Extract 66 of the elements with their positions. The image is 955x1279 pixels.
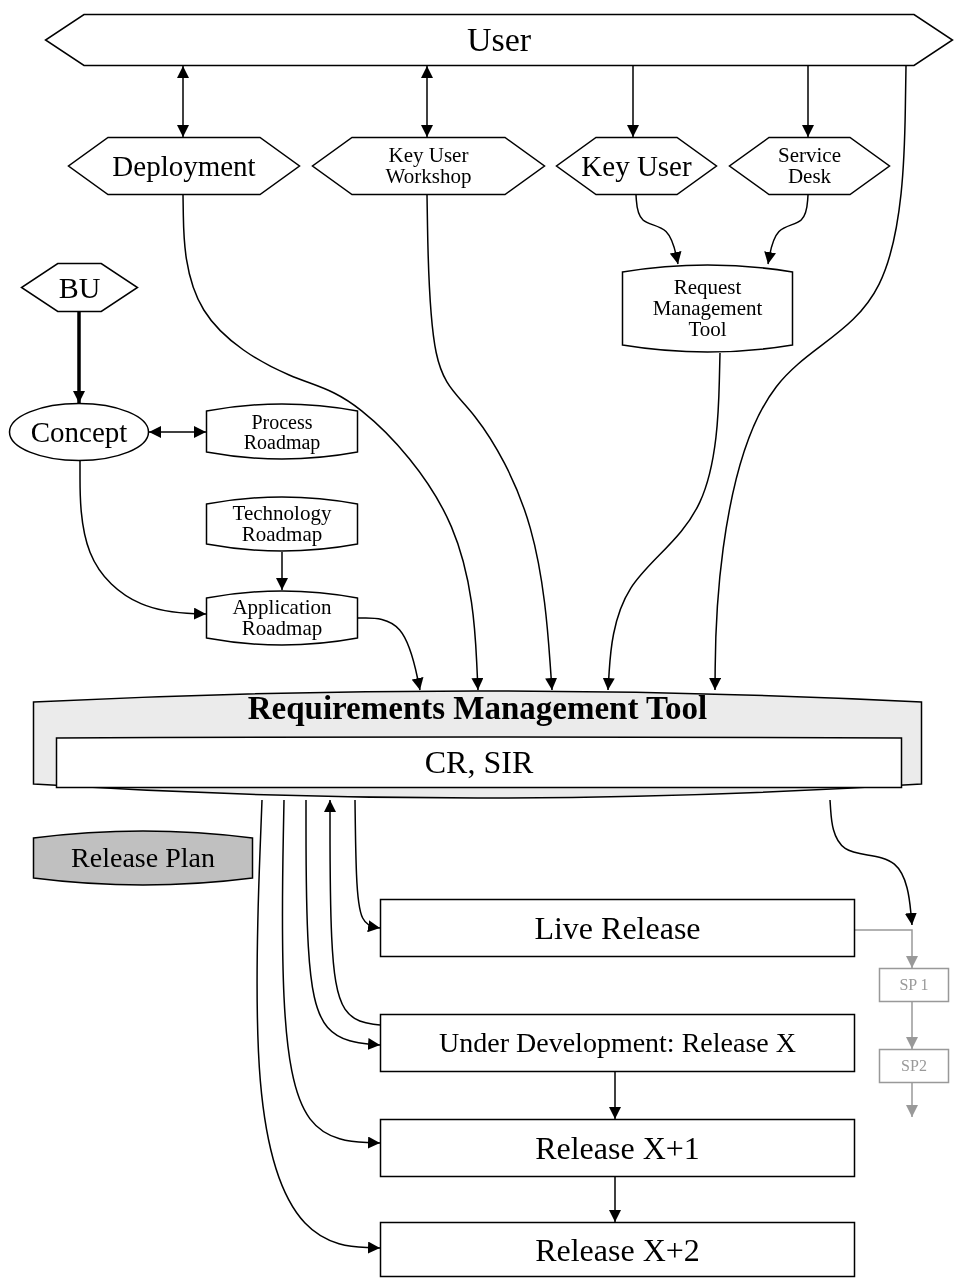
inner-band: [56, 736, 902, 788]
arrow: [276, 551, 288, 591]
arrow: [802, 65, 814, 138]
arrow: [177, 65, 189, 138]
hexagon-band: [45, 14, 953, 66]
arrow: [609, 1071, 621, 1120]
arrow: [609, 1176, 621, 1223]
node-label: User: [466, 23, 532, 57]
arrow: [635, 194, 682, 265]
arrow: [829, 799, 917, 926]
process-box: [380, 899, 855, 957]
node-label: Service Desk: [777, 145, 842, 187]
arrow: [354, 799, 381, 933]
arrow: [148, 426, 207, 438]
node-label: Release Plan: [71, 844, 215, 872]
process-box: [380, 1222, 855, 1277]
arrow: [421, 65, 433, 138]
storage-node: [622, 264, 793, 353]
database-band: [33, 690, 922, 800]
node-label: Request Management Tool: [651, 277, 764, 340]
node-label: Deployment: [112, 151, 256, 181]
node-label: Key User Workshop: [384, 145, 473, 187]
arrow: [906, 1082, 918, 1118]
hexagon-node: [556, 137, 717, 195]
node-label: Requirements Management Tool: [247, 692, 708, 725]
node-label: Application Roadmap: [231, 597, 333, 639]
hexagon-node: [68, 137, 300, 195]
ellipse-node: [9, 403, 149, 461]
node-label: Release X+1: [535, 1132, 700, 1164]
node-label: CR, SIR: [424, 746, 534, 778]
storage-node: [206, 496, 358, 552]
storage-node: [206, 403, 358, 460]
node-label: Key User: [581, 151, 692, 181]
node-label: Release X+2: [535, 1233, 700, 1266]
node-label: BU: [58, 272, 101, 303]
arrow: [79, 460, 207, 620]
storage-node: [206, 590, 358, 646]
arrow: [854, 929, 918, 969]
node-label: Technology Roadmap: [231, 503, 333, 545]
process-box: [879, 968, 949, 1002]
process-box: [380, 1119, 855, 1177]
arrow: [709, 65, 907, 691]
node-label: SP 1: [899, 977, 929, 993]
process-box: [879, 1049, 949, 1083]
arrow: [426, 194, 558, 691]
process-box: [380, 1014, 855, 1072]
arrow: [305, 799, 381, 1050]
hexagon-node: [729, 137, 890, 195]
node-label: Concept: [30, 417, 128, 447]
arrow: [182, 194, 484, 691]
storage-node: [33, 830, 253, 886]
node-label: Live Release: [534, 912, 701, 944]
hexagon-node: [21, 263, 138, 312]
arrow: [357, 617, 424, 691]
arrow: [602, 352, 721, 691]
arrow: [764, 194, 809, 265]
arrow: [73, 312, 85, 403]
arrow: [906, 1001, 918, 1050]
node-label: Process Roadmap: [242, 411, 322, 452]
arrow: [256, 799, 381, 1254]
arrow: [324, 799, 381, 1026]
arrow: [627, 65, 639, 138]
node-label: Under Development: Release X: [439, 1029, 796, 1057]
arrow: [281, 799, 381, 1149]
node-label: SP2: [901, 1058, 927, 1074]
hexagon-node: [312, 137, 545, 195]
